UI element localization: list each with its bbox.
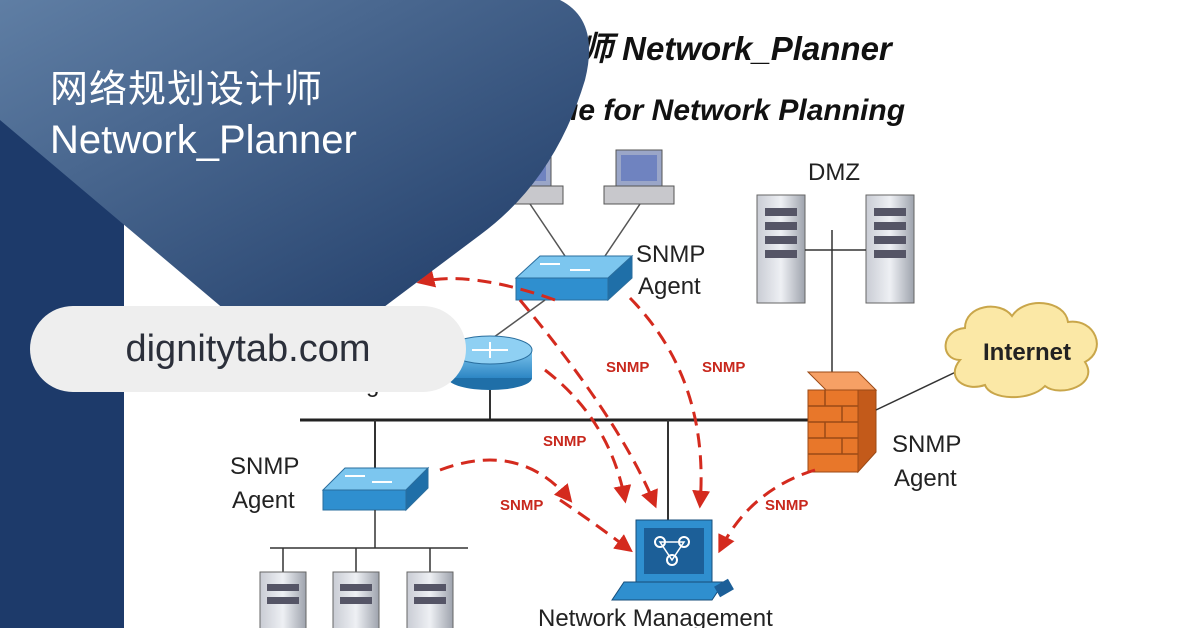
snmp-arrow-label: SNMP bbox=[765, 497, 808, 514]
server-icon bbox=[865, 194, 915, 304]
snmp-arrow-label: SNMP bbox=[500, 497, 543, 514]
server-icon bbox=[406, 571, 454, 628]
server-icon bbox=[332, 571, 380, 628]
snmp-arrow bbox=[628, 296, 711, 509]
banner-title-en: Network_Planner bbox=[50, 118, 357, 162]
snmp-arrow bbox=[559, 498, 633, 553]
banner-title-cn: 网络规划设计师 bbox=[50, 67, 324, 111]
title-panel bbox=[0, 0, 590, 310]
snmp-arrow bbox=[439, 458, 573, 503]
snmp-arrow-label: SNMP bbox=[606, 359, 649, 376]
site-badge[interactable]: dignitytab.com bbox=[30, 306, 466, 392]
server-icon bbox=[756, 194, 806, 304]
site-url-text: dignitytab.com bbox=[125, 327, 371, 370]
diagram-subheading: ue for Network Planning bbox=[560, 94, 905, 127]
agent-label-left: SNMP bbox=[230, 453, 299, 480]
cloud-icon bbox=[944, 302, 1098, 399]
snmp-arrow-label: SNMP bbox=[702, 359, 745, 376]
agent-label-left-2: Agent bbox=[232, 487, 295, 514]
workstation-icon bbox=[603, 149, 675, 205]
snmp-arrow bbox=[544, 368, 632, 504]
agent-label-firewall-2: Agent bbox=[894, 465, 957, 492]
link-line bbox=[489, 299, 546, 341]
snmp-arrow bbox=[718, 468, 816, 554]
management-station-icon bbox=[611, 519, 734, 601]
link-line bbox=[604, 203, 641, 257]
internet-label: Internet bbox=[983, 339, 1071, 366]
agent-label-top: SNMP bbox=[636, 241, 705, 268]
server-icon bbox=[259, 571, 307, 628]
link-line bbox=[529, 203, 566, 257]
agent-label-firewall: SNMP bbox=[892, 431, 961, 458]
dmz-label: DMZ bbox=[808, 159, 860, 186]
diagram-heading: 师 Network_Planner bbox=[580, 30, 894, 67]
switch-icon bbox=[514, 254, 634, 302]
agent-label-top-2: Agent bbox=[638, 273, 701, 300]
snmp-arrow-label: SNMP bbox=[543, 433, 586, 450]
firewall-icon bbox=[806, 371, 878, 474]
snmp-arrow bbox=[416, 269, 556, 302]
network-management-label: Network Management bbox=[538, 605, 773, 628]
link-line bbox=[875, 369, 961, 411]
snmp-arrow bbox=[518, 299, 658, 509]
switch-icon bbox=[321, 466, 430, 512]
